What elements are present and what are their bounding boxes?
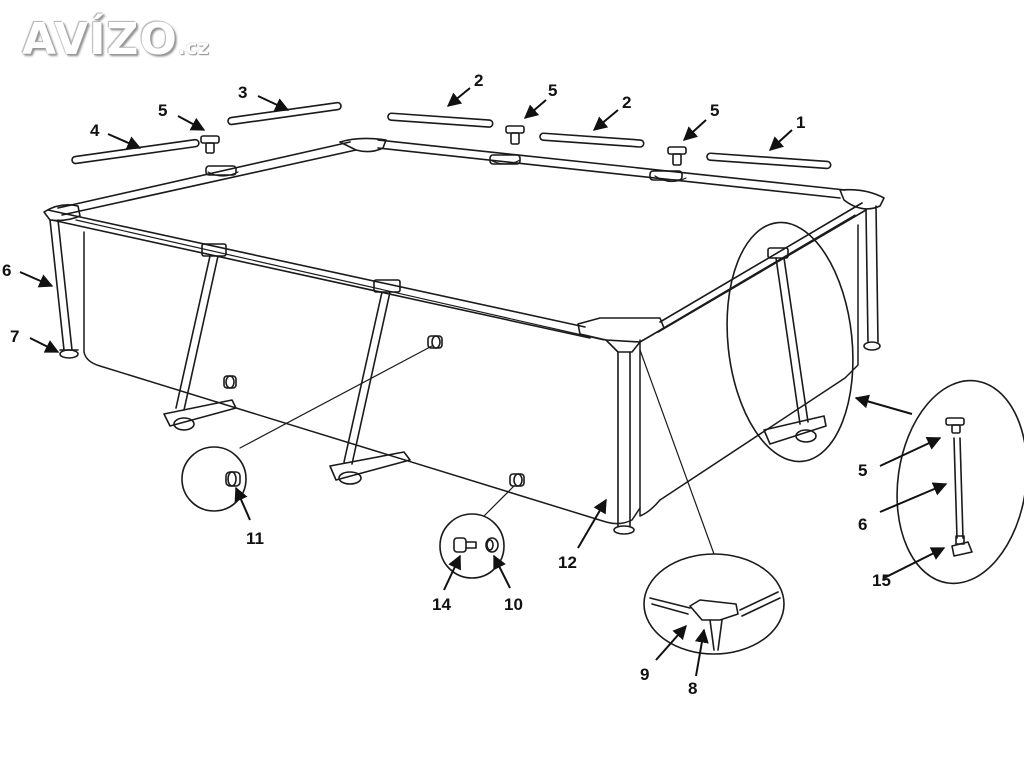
label-14: 14 — [432, 595, 451, 614]
label-7: 7 — [10, 327, 19, 346]
corner-front — [577, 317, 665, 343]
label-10: 10 — [504, 595, 523, 614]
valve-back — [427, 335, 443, 349]
detail-oval-side-leg — [726, 221, 854, 463]
support-leg-1 — [163, 243, 237, 431]
support-leg-side — [763, 247, 827, 445]
leg-left — [49, 219, 79, 359]
corner-right — [839, 188, 885, 210]
label-4: 4 — [90, 121, 100, 140]
plug-detail — [453, 537, 499, 553]
label-1: 1 — [796, 113, 805, 132]
logo-suffix-text: .cz — [177, 35, 209, 59]
top-rail-2b — [539, 132, 645, 148]
label-2: 2 — [622, 93, 631, 112]
valve-drain — [509, 473, 525, 487]
top-rail-3 — [227, 101, 342, 126]
corner-back-left — [339, 137, 387, 153]
logo-main-text: AVÍZO — [22, 14, 178, 65]
label-12: 12 — [558, 553, 577, 572]
detail-circle-plug — [439, 513, 505, 579]
label-11: 11 — [246, 529, 264, 548]
corner-detail — [649, 591, 781, 651]
leg-right-back — [863, 205, 881, 351]
valve-left — [223, 375, 237, 389]
label-6: 6 — [858, 515, 867, 534]
t-joint-part — [667, 146, 687, 166]
detail-oval-leg-parts — [896, 379, 1024, 585]
valve-detail — [225, 471, 241, 487]
label-9: 9 — [640, 665, 649, 684]
frame-right-rail — [657, 202, 867, 333]
detail-circle-valve — [181, 446, 247, 512]
top-rail-1 — [706, 152, 832, 170]
label-5: 5 — [158, 101, 167, 120]
top-rail-2a — [387, 112, 494, 128]
label-8: 8 — [688, 679, 697, 698]
label-2: 2 — [474, 71, 483, 90]
label-3: 3 — [238, 83, 247, 102]
t-joint-part — [505, 125, 525, 145]
label-6: 6 — [2, 261, 11, 280]
leg-parts-detail — [945, 417, 973, 557]
frame-front-rail — [47, 209, 591, 339]
label-5: 5 — [858, 461, 867, 480]
label-15: 15 — [872, 571, 891, 590]
leg-front-corner — [613, 351, 635, 535]
top-rail-4 — [71, 138, 200, 165]
t-joint-part — [200, 135, 220, 154]
corner-left — [43, 204, 81, 222]
label-5: 5 — [548, 81, 557, 100]
support-leg-2 — [329, 279, 411, 485]
frame-left-rail — [57, 141, 357, 216]
detail-circle-corner — [643, 553, 785, 655]
pool-liner-side — [639, 224, 859, 517]
avizo-logo: AVÍZO.cz — [22, 14, 209, 66]
frame-back-rail — [377, 139, 846, 199]
pool-liner-front — [83, 231, 641, 525]
label-5: 5 — [710, 101, 719, 120]
